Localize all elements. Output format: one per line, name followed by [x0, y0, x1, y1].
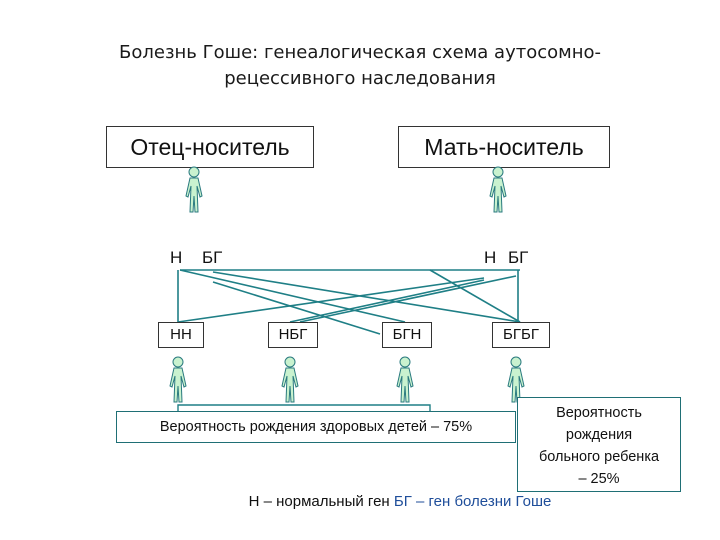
inheritance-connectors [177, 269, 521, 335]
father-gene-disease: БГ [200, 248, 225, 268]
connector-mother-n-to-nn [177, 277, 485, 323]
child-figure-icon [396, 356, 414, 403]
probability-sick-line: рождения [565, 427, 633, 443]
title-line-1: Болезнь Гоше: генеалогическая схема ауто… [119, 42, 601, 63]
mother-figure-icon [489, 166, 507, 213]
probability-sick-line: Вероятность [556, 405, 642, 421]
healthy-bracket [177, 404, 431, 411]
child-genotype-nn: НН [158, 322, 204, 348]
child-genotype-bgbg: БГБГ [492, 322, 550, 348]
child-figure-icon [507, 356, 525, 403]
probability-healthy-box: Вероятность рождения здоровых детей – 75… [116, 411, 516, 443]
connector-mother-bg-to-nbg [299, 275, 517, 323]
connector-father-n-to-bgn [179, 269, 406, 323]
legend-disease-gene: БГ – ген болезни Гоше [393, 493, 552, 510]
probability-sick-line: – 25% [578, 471, 620, 487]
probability-sick-box: Вероятность рождения больного ребенка – … [517, 397, 681, 492]
mother-gene-disease: БГ [506, 248, 531, 268]
child-figure-icon [281, 356, 299, 403]
connector-mother-n-to-nbg [289, 279, 485, 323]
diagram-title: Болезнь Гоше: генеалогическая схема ауто… [60, 40, 660, 92]
mother-gene-normal: Н [484, 248, 497, 267]
probability-sick-line: больного ребенка [538, 449, 660, 465]
connector-father-bg-to-bgbg [212, 271, 521, 323]
mother-carrier-box: Мать-носитель [398, 126, 610, 168]
father-carrier-box: Отец-носитель [106, 126, 314, 168]
title-line-2: рецессивного наследования [224, 68, 496, 89]
connector-father-bg-thin [212, 281, 381, 335]
child-figure-icon [169, 356, 187, 403]
connector-mother-bg-diag [429, 269, 521, 323]
child-genotype-nbg: НБГ [268, 322, 318, 348]
gene-legend: Н – нормальный ген БГ – ген болезни Гоше [200, 492, 600, 512]
father-figure-icon [185, 166, 203, 213]
father-gene-normal: Н [170, 248, 183, 267]
legend-normal-gene: Н – нормальный ген [248, 493, 390, 510]
child-genotype-bgn: БГН [382, 322, 432, 348]
